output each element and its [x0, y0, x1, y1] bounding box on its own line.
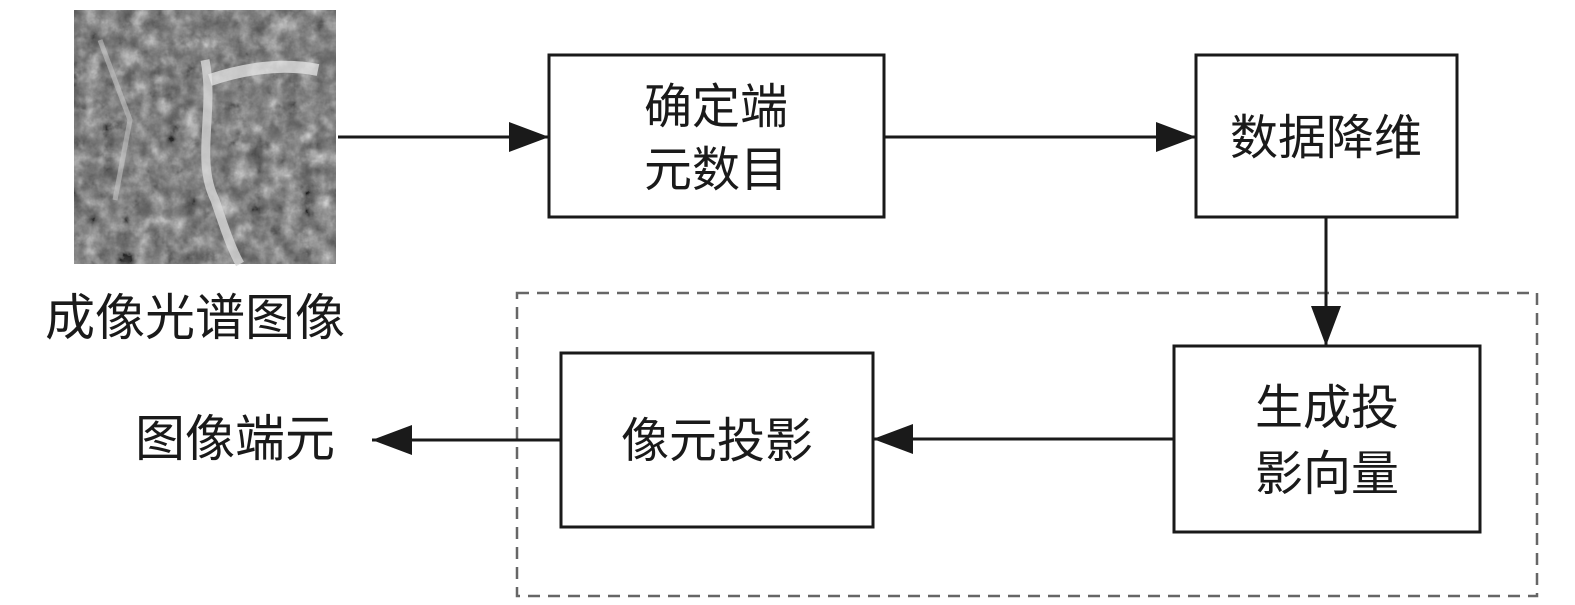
- output-label: 图像端元: [135, 410, 335, 468]
- node-dimension-reduction: 数据降维: [1194, 53, 1459, 219]
- node-dimension-reduction-line-1: 数据降维: [1230, 110, 1422, 166]
- node-determine-endmember-count: 确定端 元数目: [547, 53, 886, 219]
- hyperspectral-image-thumbnail: [74, 10, 336, 267]
- node-determine-endmember-count-line-2: 元数目: [644, 142, 788, 198]
- node-generate-projection-vector-line-2: 影向量: [1255, 446, 1399, 502]
- source-image-label: 成像光谱图像: [45, 289, 345, 347]
- node-determine-endmember-count-line-1: 确定端: [644, 79, 788, 135]
- node-pixel-projection: 像元投影: [559, 351, 875, 529]
- dashed-group-region: [515, 291, 1539, 598]
- node-generate-projection-vector: 生成投 影向量: [1172, 344, 1482, 534]
- node-pixel-projection-line-1: 像元投影: [621, 413, 813, 469]
- node-generate-projection-vector-line-1: 生成投: [1255, 380, 1399, 436]
